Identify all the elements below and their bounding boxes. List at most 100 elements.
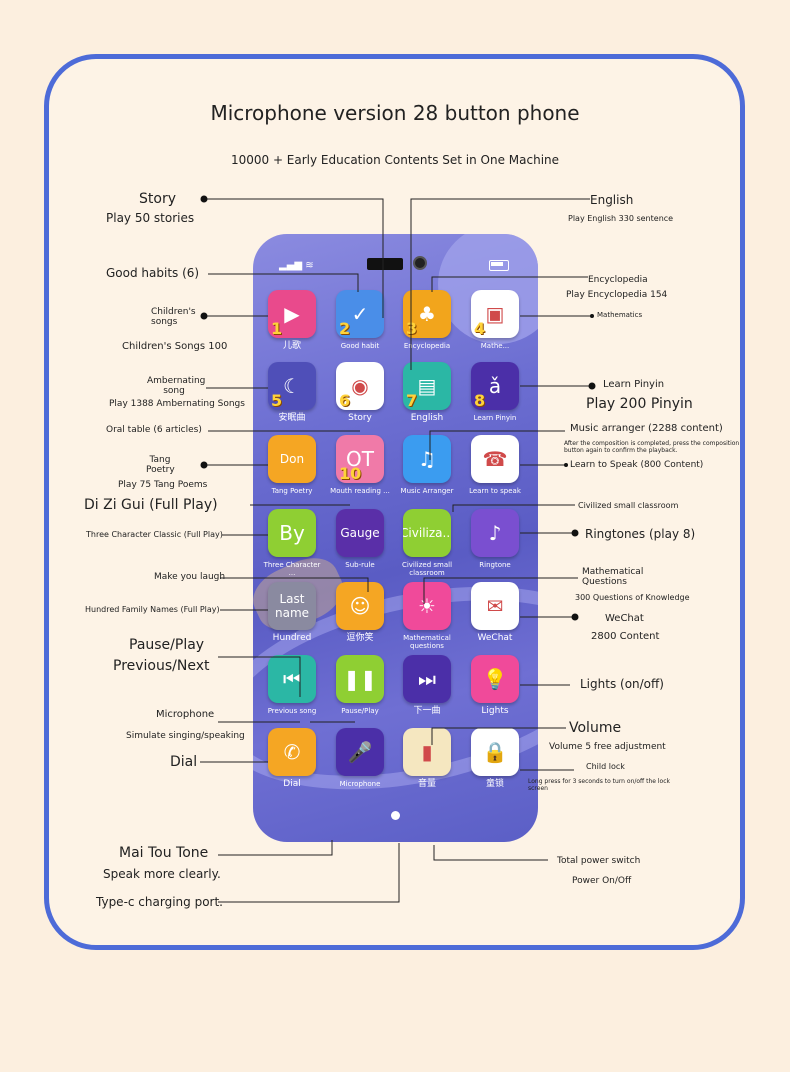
callout-typec: Type-c charging port. xyxy=(96,895,223,909)
callout-speak: Learn to Speak (800 Content) xyxy=(570,460,704,470)
callout-ambernating-sub: Play 1388 Ambernating Songs xyxy=(109,399,245,409)
app-number: 10 xyxy=(339,464,362,483)
app-label: Civilized small classroom xyxy=(401,561,453,577)
app-button[interactable]: ⏭ xyxy=(403,655,451,703)
app-number: 5 xyxy=(271,391,283,410)
callout-civil: Civilized small classroom xyxy=(578,501,679,510)
callout-ring: Ringtones (play 8) xyxy=(585,527,696,541)
app-button[interactable]: Gauge xyxy=(336,509,384,557)
app-button[interactable]: ▣4 xyxy=(471,290,519,338)
speaker-slot xyxy=(367,258,403,270)
camera-icon xyxy=(413,256,427,270)
app-label: 下一曲 xyxy=(413,706,441,716)
app-icon: OT xyxy=(346,447,374,471)
app-button[interactable]: ☀ xyxy=(403,582,451,630)
app-button[interactable]: ☎ xyxy=(471,435,519,483)
callout-english: English xyxy=(590,193,634,207)
callout-habits: Good habits (6) xyxy=(106,266,200,280)
app-button[interactable]: Last name xyxy=(268,582,316,630)
app-button[interactable]: ☾5 xyxy=(268,362,316,410)
app-icon: By xyxy=(279,521,305,545)
app-label: Good habit xyxy=(340,342,380,350)
app-button[interactable]: ▮ xyxy=(403,728,451,776)
app-label: Three Character ... xyxy=(263,561,321,577)
app-number: 8 xyxy=(474,391,486,410)
callout-prevnext: Previous/Next xyxy=(113,658,210,674)
app-icon: ǎ xyxy=(488,374,502,398)
callout-oral: Oral table (6 articles) xyxy=(106,425,202,435)
callout-three: Three Character Classic (Full Play) xyxy=(86,530,223,539)
app-button[interactable]: 🔒 xyxy=(471,728,519,776)
app-icon: ⏭ xyxy=(418,667,436,691)
callout-pinyin: Learn Pinyin xyxy=(603,379,665,390)
callout-mic-sub: Simulate singing/speaking xyxy=(126,731,245,741)
app-number: 2 xyxy=(339,319,351,338)
app-icon: ☾ xyxy=(283,374,301,398)
app-button[interactable]: ✉ xyxy=(471,582,519,630)
home-dot[interactable] xyxy=(391,811,400,820)
app-label: Mathe... xyxy=(480,342,510,350)
callout-childrens-sub: Children's Songs 100 xyxy=(122,341,228,352)
app-icon: ✆ xyxy=(283,740,301,764)
signal-icon: ▂▄▆ ≋ xyxy=(279,260,314,271)
app-button[interactable]: ♪ xyxy=(471,509,519,557)
app-button[interactable]: By xyxy=(268,509,316,557)
app-icon: ◉ xyxy=(351,374,369,398)
app-number: 1 xyxy=(271,319,283,338)
app-button[interactable]: ☺ xyxy=(336,582,384,630)
app-label: Microphone xyxy=(339,780,381,788)
app-label: 音量 xyxy=(417,779,436,789)
app-button[interactable]: ✆ xyxy=(268,728,316,776)
app-label: Music Arranger xyxy=(400,487,454,495)
app-label: Lights xyxy=(481,706,509,716)
app-icon: ▶ xyxy=(284,302,300,326)
app-button[interactable]: ❚❚ xyxy=(336,655,384,703)
app-button[interactable]: 💡 xyxy=(471,655,519,703)
app-button[interactable]: ♫ xyxy=(403,435,451,483)
app-button[interactable]: Civiliza... xyxy=(403,509,451,557)
callout-power-sub: Power On/Off xyxy=(572,876,632,886)
callout-ency: Encyclopedia xyxy=(588,275,648,285)
callout-tang-sub: Play 75 Tang Poems xyxy=(118,480,208,490)
app-icon: 💡 xyxy=(482,667,508,691)
app-number: 7 xyxy=(406,391,418,410)
callout-math: Mathematics xyxy=(597,311,643,319)
app-button[interactable]: ✓2 xyxy=(336,290,384,338)
app-icon: ♪ xyxy=(488,521,502,545)
app-button[interactable]: ▶1 xyxy=(268,290,316,338)
callout-volume: Volume xyxy=(569,720,622,736)
app-button[interactable]: 🎤 xyxy=(336,728,384,776)
app-number: 6 xyxy=(339,391,351,410)
callout-mic: Microphone xyxy=(156,709,215,720)
callout-power: Total power switch xyxy=(557,856,641,866)
app-label: Dial xyxy=(283,779,301,789)
app-label: Learn to speak xyxy=(469,487,521,495)
callout-pause: Pause/Play xyxy=(129,637,205,653)
callout-pinyin-sub: Play 200 Pinyin xyxy=(586,396,693,412)
app-icon: 🎤 xyxy=(347,740,373,764)
callout-wechat: WeChat xyxy=(605,613,644,624)
app-label: Mathematical questions xyxy=(403,634,451,650)
callout-mathq: Mathematical Questions xyxy=(582,567,644,587)
app-icon: ⏮ xyxy=(283,667,301,691)
app-label: 童锁 xyxy=(485,779,504,789)
app-button[interactable]: ⏮ xyxy=(268,655,316,703)
app-number: 3 xyxy=(406,319,418,338)
app-icon: ♣ xyxy=(418,302,436,326)
app-button[interactable]: ◉6 xyxy=(336,362,384,410)
callout-music-sub: After the composition is completed, pres… xyxy=(564,440,740,454)
app-icon: Civiliza... xyxy=(403,526,451,540)
callout-child: Child lock xyxy=(586,762,625,771)
callout-child-sub: Long press for 3 seconds to turn on/off … xyxy=(528,778,670,792)
app-icon: Don xyxy=(279,452,305,466)
app-label: Tang Poetry xyxy=(271,487,313,495)
app-label: English xyxy=(410,413,444,423)
app-button[interactable]: Don xyxy=(268,435,316,483)
callout-childrens: Children's songs xyxy=(151,307,196,327)
app-icon: ▣ xyxy=(485,302,505,326)
callout-ambernating: Ambernating song xyxy=(147,376,206,396)
